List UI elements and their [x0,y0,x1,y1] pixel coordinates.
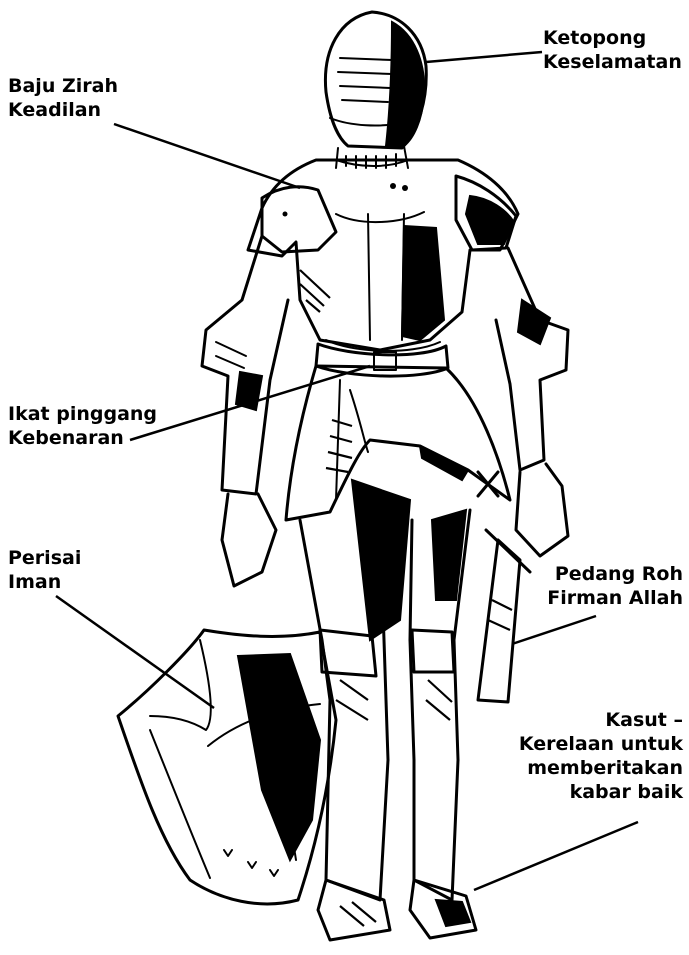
sword-label-line-2: Firman Allah [547,586,683,610]
shoes-label-line-1: Kasut – [519,708,683,732]
breastplate-label-line-1: Baju Zirah [8,74,118,98]
shoes-label-line-2: Kerelaan untuk [519,732,683,756]
legs-drawing [300,480,470,900]
belt-label-line-1: Ikat pinggang [8,402,157,426]
sword-label: Pedang Roh Firman Allah [547,562,683,610]
helmet-label-line-2: Keselamatan [543,50,682,74]
shield-label: Perisai Iman [8,546,81,594]
sword-label-line-1: Pedang Roh [547,562,683,586]
helmet-label: Ketopong Keselamatan [543,26,682,74]
shoes-label: Kasut – Kerelaan untuk memberitakan kaba… [519,708,683,804]
shoes-pointer [474,822,638,890]
helmet-pointer [426,52,542,62]
breastplate-pointer [114,124,300,188]
shield-label-line-1: Perisai [8,546,81,570]
breastplate-drawing [248,160,518,351]
shield-pointer [56,596,214,708]
sword-pointer [512,616,596,644]
breastplate-label-line-2: Keadilan [8,98,118,122]
shoes-label-line-3: memberitakan [519,756,683,780]
belt-label: Ikat pinggang Kebenaran [8,402,157,450]
sword-drawing [478,530,530,702]
shield-drawing [118,630,336,904]
belt-label-line-2: Kebenaran [8,426,157,450]
shield-label-line-2: Iman [8,570,81,594]
shoes-label-line-4: kabar baik [519,780,683,804]
helmet-drawing [325,12,426,168]
helmet-label-line-1: Ketopong [543,26,682,50]
breastplate-label: Baju Zirah Keadilan [8,74,118,122]
